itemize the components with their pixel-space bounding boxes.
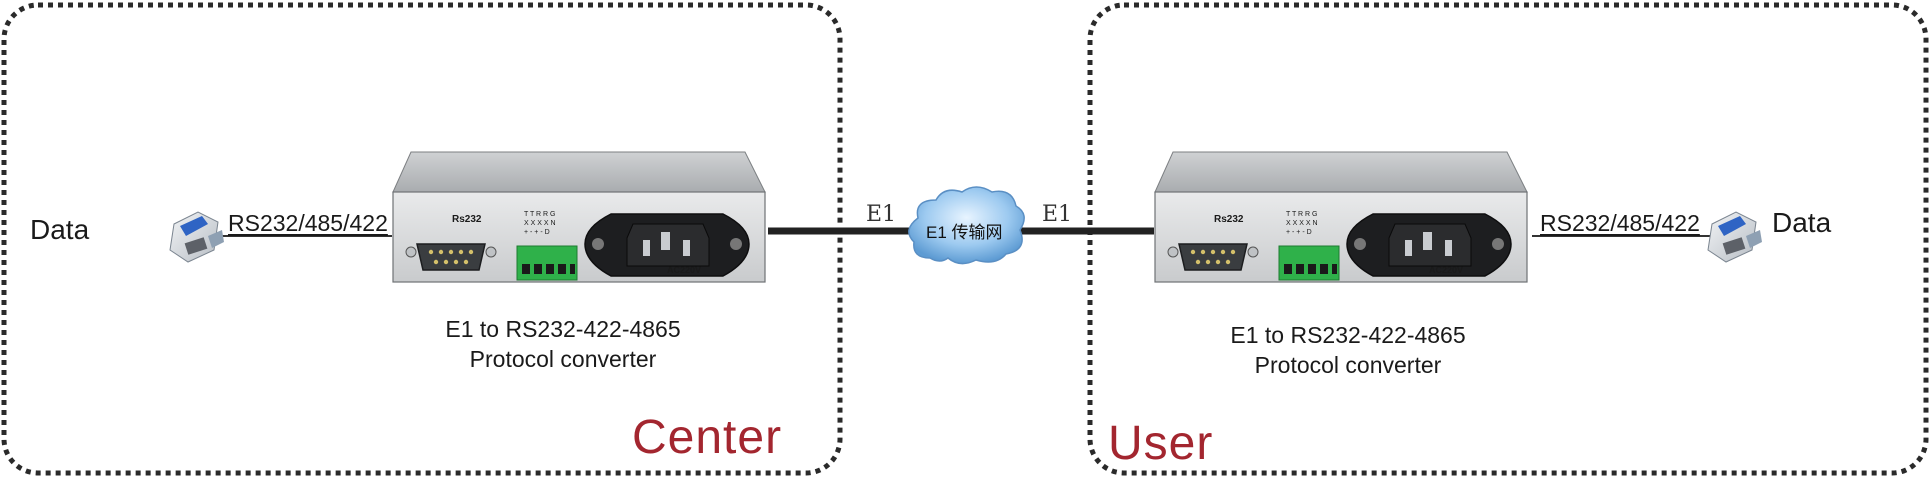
right-data-label: Data: [1772, 207, 1832, 238]
center-device-caption: E1 to RS232-422-4865 Protocol converter: [400, 314, 726, 374]
left-power-label: AC220V: [667, 265, 702, 275]
user-site-boundary: [1087, 2, 1929, 476]
left-port-label: Rs232: [452, 214, 482, 225]
network-cloud-label: E1 传输网: [926, 223, 1003, 242]
terminal-label-row1: T T R R G: [1286, 211, 1318, 218]
transport-network-cloud-icon: [908, 186, 1025, 265]
terminal-label-row3: + - + - D: [1286, 229, 1312, 236]
left-terminal-labels: T T R R G X X X X N + - + - D: [524, 210, 556, 237]
user-site-label: User: [1108, 417, 1214, 470]
terminal-label-row2: X X X X N: [524, 220, 556, 227]
left-interface-label: RS232/485/422: [228, 210, 388, 236]
device-caption-line1: E1 to RS232-422-4865: [1230, 322, 1466, 348]
right-terminal-labels: T T R R G X X X X N + - + - D: [1286, 210, 1318, 237]
center-converter-device: [392, 151, 766, 283]
terminal-label-row1: T T R R G: [524, 211, 556, 218]
center-site-label: Center: [632, 411, 783, 464]
right-port-label: Rs232: [1214, 214, 1244, 225]
left-e1-label: E1: [866, 202, 897, 227]
device-caption-line1: E1 to RS232-422-4865: [445, 316, 681, 342]
right-power-label: AC220V: [1429, 265, 1464, 275]
right-interface-label: RS232/485/422: [1540, 210, 1700, 236]
right-serial-modem-icon: [1707, 211, 1763, 263]
terminal-label-row2: X X X X N: [1286, 220, 1318, 227]
right-e1-label: E1: [1042, 202, 1073, 227]
user-device-caption: E1 to RS232-422-4865 Protocol converter: [1185, 320, 1511, 380]
left-data-label: Data: [30, 214, 90, 245]
left-serial-modem-icon: [169, 211, 225, 263]
device-caption-line2: Protocol converter: [1254, 352, 1442, 378]
center-site-boundary: [1, 2, 843, 476]
terminal-label-row3: + - + - D: [524, 229, 550, 236]
device-caption-line2: Protocol converter: [469, 346, 657, 372]
user-converter-device: [1154, 151, 1528, 283]
